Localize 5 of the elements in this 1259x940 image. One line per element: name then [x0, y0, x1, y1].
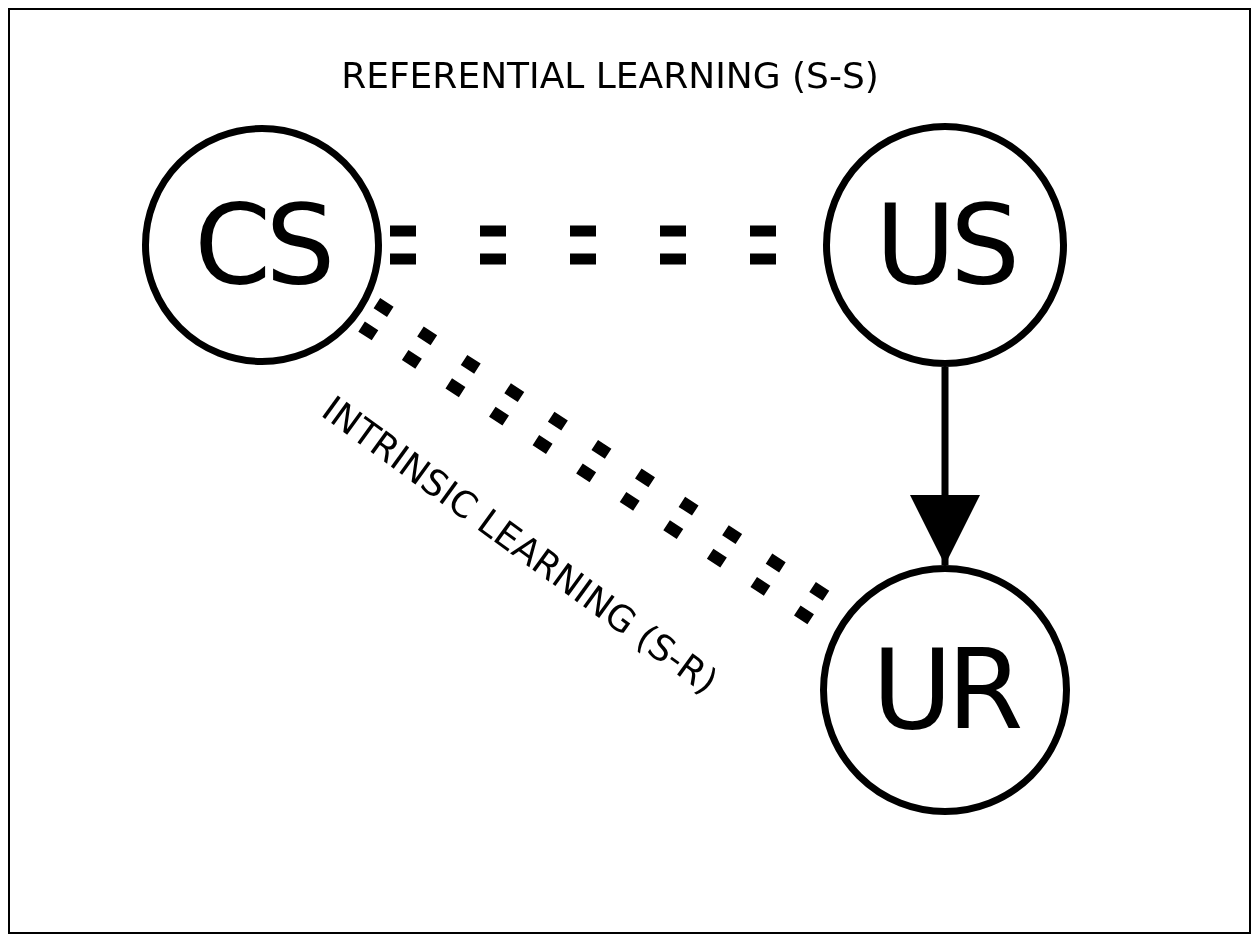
node-label: CS — [194, 190, 330, 300]
edge-label: REFERENTIAL LEARNING (S-S) — [341, 53, 879, 98]
node-label: UR — [872, 635, 1018, 745]
node-label: US — [875, 190, 1015, 300]
arrow — [910, 367, 980, 565]
